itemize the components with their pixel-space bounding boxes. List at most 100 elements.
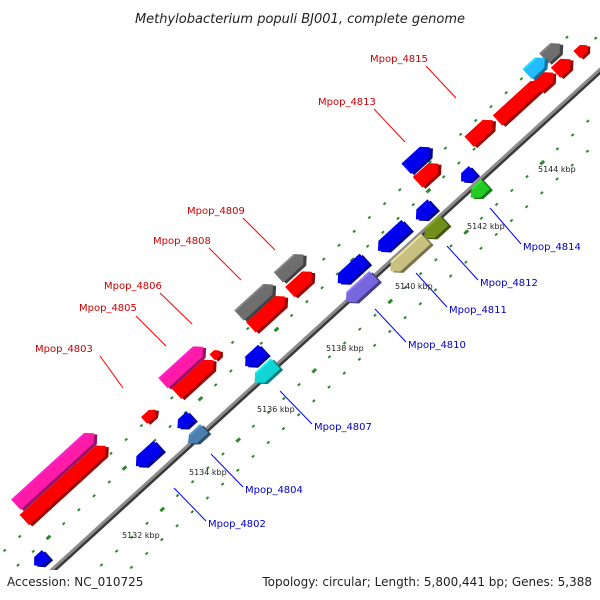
gene-label-mpop-4802[interactable]: Mpop_4802 (208, 519, 266, 530)
gene-mpop-4820[interactable] (573, 41, 593, 61)
gene-mpop-4812-a[interactable] (411, 198, 440, 226)
tick-mark (206, 466, 210, 470)
gene-mpop-4808-b[interactable] (246, 290, 293, 335)
scale-label-5144: 5144 kbp (538, 165, 576, 174)
tick-mark (251, 454, 255, 459)
gene-mpop-4803[interactable] (141, 405, 162, 426)
gene-mpop-4800-body (19, 445, 106, 526)
tick-mark (403, 315, 407, 320)
gene-mpop-4799[interactable] (30, 549, 54, 572)
gene-label-mpop-4804[interactable]: Mpop_4804 (245, 485, 303, 496)
gene-mpop-4809-a[interactable] (273, 248, 312, 284)
gene-mpop-4800[interactable] (19, 440, 114, 528)
gene-mpop-4807-a-highlight (245, 344, 260, 358)
gene-mpop-4807-a-body (245, 344, 268, 367)
tick-mark (18, 534, 22, 539)
gene-mpop-4810-b-highlight (346, 271, 371, 294)
tick-mark (190, 479, 195, 484)
gene-mpop-4819[interactable] (522, 52, 552, 82)
gene-mpop-4802[interactable] (131, 440, 166, 474)
gene-label-mpop-4806[interactable]: Mpop_4806 (104, 281, 162, 292)
gene-mpop-4814-a[interactable] (457, 165, 481, 188)
gene-mpop-4811-b[interactable] (386, 233, 434, 279)
tick-mark (31, 549, 36, 554)
gene-mpop-4808-a[interactable] (234, 278, 281, 323)
tick-mark (524, 204, 529, 209)
gene-mpop-4811-a-highlight (378, 220, 403, 243)
tick-mark (382, 201, 387, 206)
gene-mpop-4809-b[interactable] (285, 266, 320, 300)
gene-mpop-4817-highlight (550, 58, 562, 70)
gene-mpop-4804-b[interactable] (184, 423, 212, 450)
gene-mpop-4801[interactable] (11, 427, 102, 512)
tick-mark (170, 396, 174, 400)
gene-mpop-4809-a-body (273, 254, 304, 283)
gene-label-mpop-4812[interactable]: Mpop_4812 (480, 278, 538, 289)
tick-mark (388, 329, 392, 334)
tick-mark (107, 480, 112, 484)
gene-mpop-4812-a-body (415, 199, 437, 220)
tick-mark (139, 423, 144, 428)
tick-mark (92, 494, 96, 498)
gene-label-mpop-4807[interactable]: Mpop_4807 (314, 422, 372, 433)
gene-mpop-4815-b[interactable] (492, 75, 548, 128)
gene-mpop-4816[interactable] (532, 66, 561, 94)
label-leader-lines (99, 65, 522, 522)
tick-mark (61, 521, 66, 526)
tick-mark (457, 161, 461, 165)
gene-mpop-4810-a-highlight (338, 253, 361, 275)
gene-label-mpop-4813[interactable]: Mpop_4813 (318, 97, 376, 108)
tick-mark (472, 147, 476, 151)
gene-label-mpop-4809[interactable]: Mpop_4809 (187, 206, 245, 217)
gene-label-mpop-4810[interactable]: Mpop_4810 (408, 340, 466, 351)
gene-mpop-4811-a[interactable] (373, 219, 414, 258)
tick-mark (403, 285, 408, 290)
gene-mpop-4813-b[interactable] (412, 157, 446, 189)
tick-mark (342, 371, 347, 375)
gene-label-mpop-4811[interactable]: Mpop_4811 (449, 305, 507, 316)
tick-mark (159, 506, 166, 513)
gene-label-mpop-4808[interactable]: Mpop_4808 (153, 236, 211, 247)
leader-mpop-4814 (489, 207, 522, 245)
gene-mpop-4809-a-highlight (273, 254, 296, 274)
tick-mark (281, 426, 286, 431)
gene-mpop-4806-b[interactable] (209, 347, 226, 363)
gene-mpop-4806-a[interactable] (171, 354, 221, 401)
tick-mark (236, 468, 240, 472)
gene-mpop-4814-b[interactable] (466, 178, 493, 204)
gene-label-mpop-4803[interactable]: Mpop_4803 (35, 344, 93, 355)
gene-mpop-4810-b-body (345, 271, 379, 303)
tick-mark (124, 437, 128, 442)
gene-mpop-4810-a[interactable] (333, 253, 373, 291)
tick-mark (342, 341, 347, 345)
gene-mpop-4799-highlight (34, 550, 44, 559)
tick-mark (555, 177, 559, 181)
gene-mpop-4807-a[interactable] (240, 344, 271, 374)
gene-mpop-4804-a[interactable] (173, 410, 198, 434)
gene-label-mpop-4805[interactable]: Mpop_4805 (79, 303, 137, 314)
gene-mpop-4815-b-highlight (492, 80, 532, 117)
tick-mark (570, 133, 575, 137)
gene-mpop-4813-a[interactable] (401, 141, 437, 176)
gene-mpop-4810-b[interactable] (341, 270, 382, 309)
gene-label-mpop-4815[interactable]: Mpop_4815 (370, 54, 428, 65)
gene-mpop-4803-body (141, 409, 156, 424)
tick-mark (145, 521, 149, 526)
gene-mpop-4817[interactable] (550, 53, 578, 80)
gene-mpop-4810-a-body (337, 253, 370, 284)
tick-mark (565, 35, 569, 39)
gene-mpop-4812-b[interactable] (420, 214, 452, 245)
tick-mark (175, 493, 180, 498)
gene-mpop-4805[interactable] (158, 341, 210, 391)
tick-mark (510, 188, 514, 193)
leader-mpop-4812 (446, 245, 479, 281)
leader-mpop-4811 (415, 272, 448, 308)
gene-mpop-4815-a[interactable] (464, 114, 500, 149)
gene-label-mpop-4814[interactable]: Mpop_4814 (523, 242, 581, 253)
scale-label-5136: 5136 kbp (257, 405, 295, 414)
gene-mpop-4812-a-highlight (416, 199, 429, 212)
gene-mpop-4807-b[interactable] (250, 357, 284, 389)
tick-mark (367, 215, 372, 220)
gene-mpop-4803-highlight (141, 410, 151, 419)
tick-mark (77, 507, 81, 512)
